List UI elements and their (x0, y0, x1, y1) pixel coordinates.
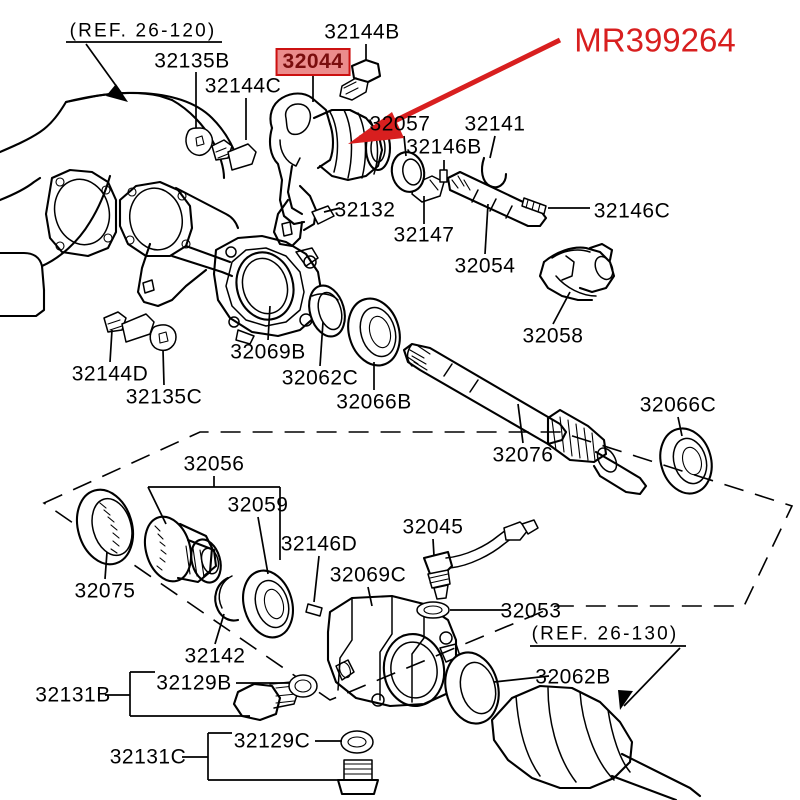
part-label-32054: 32054 (454, 254, 516, 278)
part-label-32045: 32045 (402, 515, 464, 539)
part-32129C-washer (340, 730, 374, 754)
part-32144C-bolt (211, 139, 257, 171)
part-label-32135B: 32135B (154, 49, 230, 73)
part-label-32066C: 32066C (639, 393, 717, 417)
cv-joint-boot (490, 684, 702, 800)
part-label-32069B: 32069B (230, 340, 306, 364)
splines-left (405, 345, 431, 371)
part-32144B-bolt (339, 58, 382, 101)
part-label-32144B: 32144B (324, 20, 400, 44)
part-label-32057: 32057 (369, 112, 431, 136)
part-label-32131B: 32131B (35, 683, 111, 707)
part-32062C-bearing (308, 284, 346, 338)
part-32135C-washer (149, 324, 177, 352)
part-label-32069C: 32069C (329, 563, 407, 587)
part-32146B-pin (439, 169, 448, 183)
part-32076-output-shaft (402, 342, 648, 496)
part-label-32056: 32056 (183, 452, 245, 476)
part-label-32144D: 32144D (71, 362, 149, 386)
part-label-32135C: 32135C (125, 385, 203, 409)
part-label-32146D: 32146D (280, 532, 358, 556)
part-32141-clip (480, 156, 508, 189)
part-label-32058: 32058 (522, 324, 584, 348)
part-label-32066B: 32066B (336, 390, 412, 414)
callout-arrow-red (348, 37, 562, 144)
part-32066C-bearing (659, 427, 713, 495)
teeth-32056 (154, 525, 167, 571)
part-label-32053: 32053 (500, 599, 562, 623)
part-32129C-bolt (336, 759, 380, 796)
gear-teeth (551, 416, 596, 462)
part-label-32132: 32132 (334, 198, 396, 222)
group-boundary-dashed (42, 431, 794, 701)
part-label-32142: 32142 (184, 644, 246, 668)
part-label-32129C: 32129C (233, 729, 311, 753)
bellows-ribs (329, 109, 379, 179)
part-label-32075: 32075 (74, 579, 136, 603)
part-label-32146C: 32146C (593, 199, 671, 223)
part-32144D-bolt (103, 311, 155, 343)
part-label-32059: 32059 (227, 493, 289, 517)
part-label-32144C: 32144C (204, 74, 282, 98)
part-label-32141: 32141 (464, 112, 526, 136)
part-32056-synchro-hub (143, 515, 222, 584)
part-32146D-pin (305, 603, 323, 617)
part-32135B-washer (185, 127, 214, 156)
part-32044-shift-housing (268, 92, 392, 248)
part-label-32076: 32076 (492, 443, 554, 467)
highlighted-part-label: 32044 (275, 48, 351, 76)
part-32142-snap-ring (214, 575, 240, 622)
part-32054-shift-rail (446, 170, 548, 228)
part-32075-ring (75, 488, 135, 566)
part-32129B-washer (288, 674, 318, 698)
part-32053-washer (416, 601, 450, 619)
part-label-32131C: 32131C (109, 745, 187, 769)
part-label-32062B: 32062B (535, 665, 611, 689)
reference-label-ref-26-120: (REF. 26-120) (69, 20, 217, 42)
reference-label-ref-26-130: (REF. 26-130) (531, 623, 679, 645)
housing-assembly-upper-left (0, 91, 324, 345)
part-32057-bushing (390, 151, 426, 193)
leader-lines (66, 41, 686, 781)
part-label-32129B: 32129B (156, 671, 232, 695)
callout-part-number: MR399264 (574, 21, 736, 59)
splines-32059 (185, 545, 205, 578)
part-label-32062C: 32062C (281, 366, 359, 390)
part-label-32147: 32147 (393, 223, 455, 247)
part-label-32146B: 32146B (406, 135, 482, 159)
part-32045-switch (422, 519, 539, 600)
part-32066B-bearing (347, 297, 401, 367)
part-32146C-pin (521, 197, 547, 215)
knurl-32075 (99, 502, 120, 554)
part-32058-shift-fork (538, 242, 616, 302)
part-32059-seal (242, 569, 294, 639)
